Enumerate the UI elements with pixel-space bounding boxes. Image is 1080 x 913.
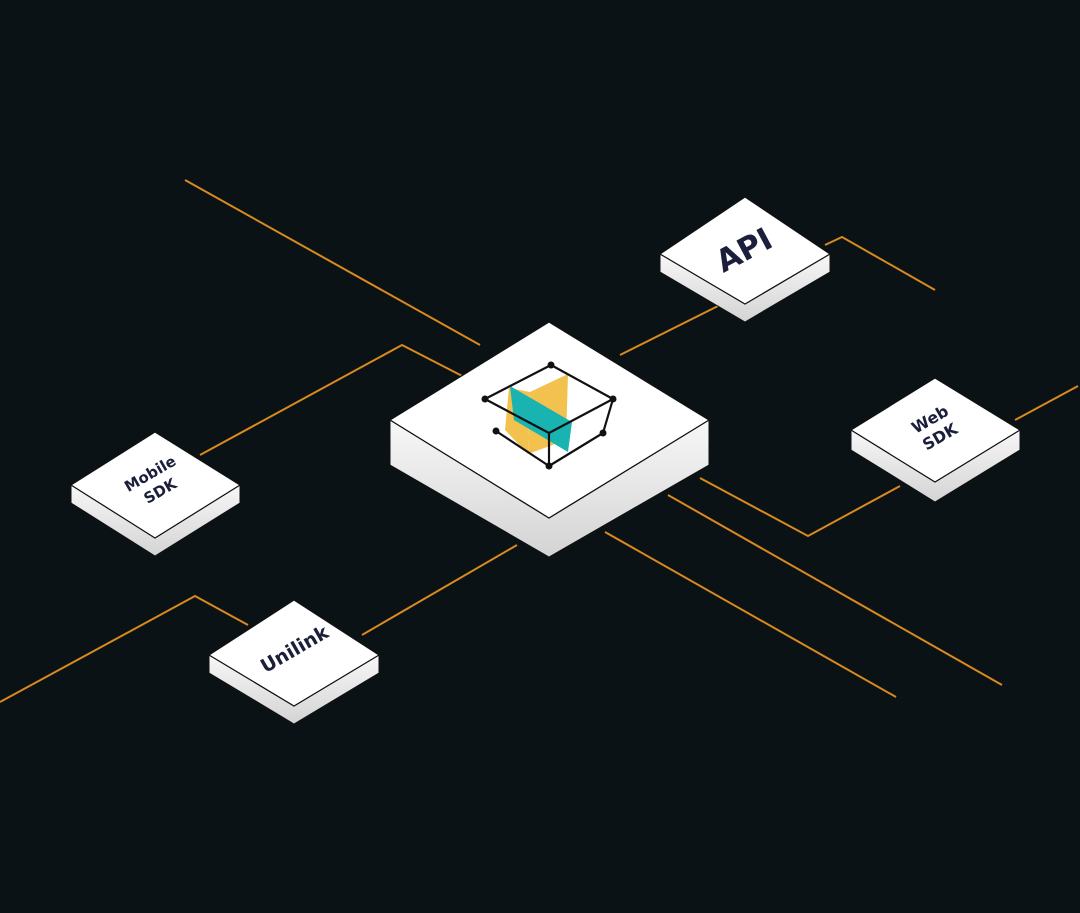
logo-node-dot <box>545 462 553 470</box>
hub-tile <box>389 321 710 558</box>
mobile-sdk-tile: Mobile SDK <box>70 431 241 557</box>
connector-unilink-left <box>0 594 249 703</box>
isometric-box-logo-icon <box>481 361 617 470</box>
web-sdk-tile: Web SDK <box>850 377 1021 503</box>
api-tile-top <box>659 196 831 305</box>
connector-top-left <box>184 179 481 346</box>
logo-node-dot <box>492 427 500 435</box>
logo-node-dot <box>609 395 617 403</box>
logo-node-dot <box>599 429 607 437</box>
logo-node-dot <box>481 395 489 403</box>
mobile-sdk-tile-top <box>70 431 241 539</box>
connector-hub-lower-right <box>667 494 1003 686</box>
connector-lines <box>0 179 1079 703</box>
unilink-tile: Unilink <box>208 599 380 725</box>
connector-web-right <box>1014 385 1079 421</box>
logo-node-dot <box>547 361 555 369</box>
logo-outline-bottom <box>495 398 615 468</box>
connector-hub-unilink <box>361 544 518 636</box>
connector-hub-web <box>699 477 901 538</box>
connector-hub-bottom-right <box>604 531 897 698</box>
web-sdk-tile-top <box>850 377 1021 483</box>
unilink-tile-top <box>208 599 380 707</box>
connector-api-hub <box>619 304 721 356</box>
connector-mobile-hub <box>199 343 471 456</box>
logo-teal-panel <box>510 386 572 452</box>
api-tile: API <box>659 196 831 323</box>
connector-api-right <box>824 235 936 291</box>
